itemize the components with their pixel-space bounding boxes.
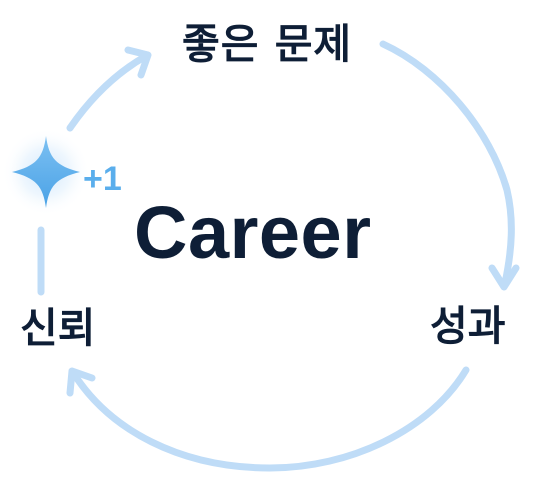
arrow-problem-to-result — [379, 40, 515, 287]
plus-one-badge: +1 — [83, 160, 122, 198]
arrowhead-to-trust-icon — [66, 367, 96, 397]
arrow-result-to-trust — [70, 366, 470, 472]
node-result: 성과 — [430, 302, 506, 350]
node-trust: 신뢰 — [20, 304, 96, 352]
arrow-trust-to-problem — [37, 52, 150, 296]
arrowhead-to-problem-icon — [124, 46, 152, 79]
arrowhead-to-result-icon — [488, 264, 520, 291]
sparkle-icon — [12, 136, 80, 208]
node-good-problem: 좋은 문제 — [182, 20, 353, 68]
center-title: Career — [134, 191, 372, 274]
